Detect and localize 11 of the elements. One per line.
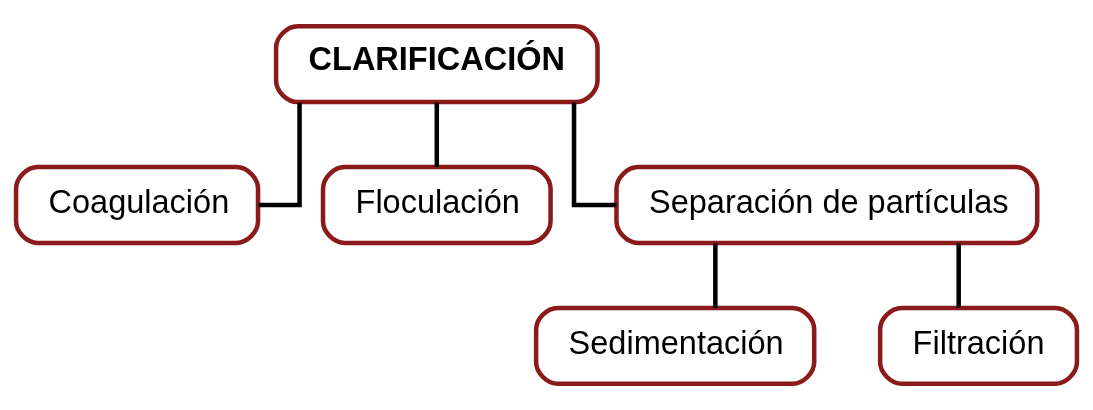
- connector: [571, 102, 617, 208]
- connector: [713, 243, 718, 308]
- connector: [258, 102, 302, 208]
- node-box: CLARIFICACIÓN: [273, 23, 600, 105]
- node-box: Floculación: [320, 164, 553, 246]
- node-box: Sedimentación: [533, 305, 817, 387]
- node-box: Filtración: [877, 305, 1080, 387]
- connector: [956, 243, 961, 308]
- node-box: Separación de partículas: [614, 164, 1040, 246]
- connector: [434, 102, 440, 168]
- node-box: Coagulación: [13, 164, 261, 246]
